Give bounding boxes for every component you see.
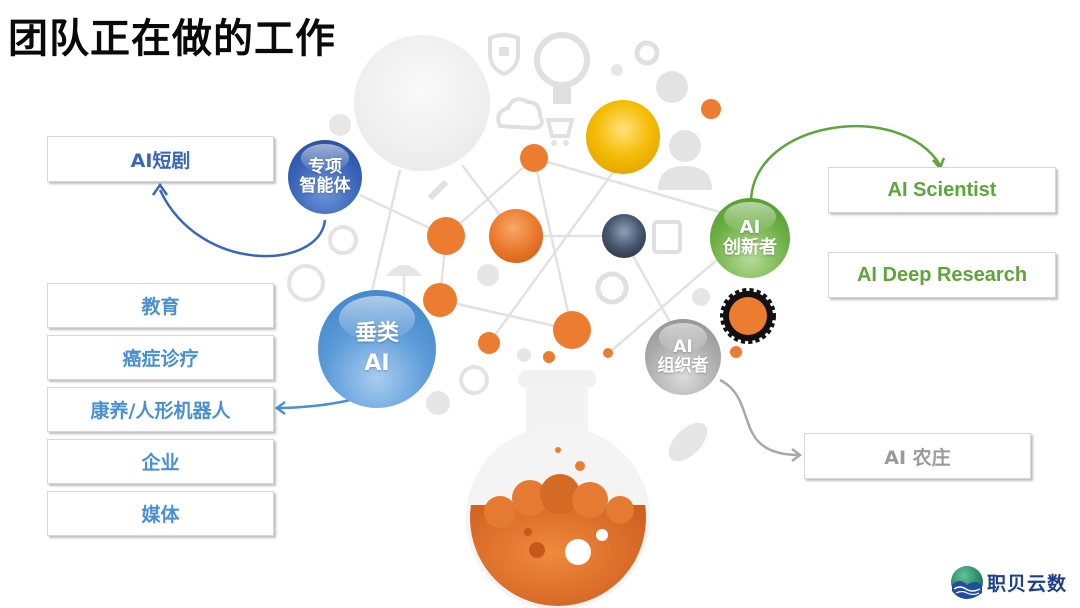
vertical-item-media[interactable]: 媒体 — [47, 491, 274, 536]
hub-vertical-ai[interactable]: 垂类 AI — [318, 290, 436, 408]
hub-ai-organizer-line1: AI — [673, 337, 693, 358]
ai-short-drama-label: AI短剧 — [130, 149, 191, 172]
paw-icon — [611, 64, 623, 76]
wave-logo-icon — [951, 566, 983, 599]
ai-farm-box[interactable]: AI 农庄 — [804, 433, 1031, 479]
hub-ai-innovator[interactable]: AI 创新者 — [710, 198, 790, 278]
hub-ai-innovator-line2: 创新者 — [723, 237, 777, 258]
brand-logo-text: 职贝云数 — [987, 572, 1068, 595]
gear-icon — [634, 40, 660, 66]
hub-ai-organizer[interactable]: AI 组织者 — [645, 319, 721, 395]
lock-shield-icon — [488, 33, 520, 77]
vertical-item-label: 癌症诊疗 — [122, 348, 199, 370]
hub-specialized-agent[interactable]: 专项 智能体 — [288, 140, 362, 214]
skull-icon — [477, 264, 499, 286]
hub-ai-organizer-line2: 组织者 — [657, 356, 709, 376]
gear-orange-icon — [720, 288, 776, 344]
cart-icon — [545, 118, 575, 138]
hub-specialized-agent-line2: 智能体 — [299, 176, 351, 196]
connector-arrows — [151, 125, 946, 462]
hub-ai-innovator-line1: AI — [739, 217, 761, 239]
ai-short-drama-box[interactable]: AI短剧 — [47, 136, 274, 182]
orange-sphere — [489, 209, 543, 263]
vertical-item-label: 教育 — [141, 296, 180, 318]
umbrella-icon — [386, 265, 422, 276]
vertical-item-label: 媒体 — [141, 504, 180, 526]
decor-icons — [287, 32, 712, 462]
smiley-icon — [287, 264, 325, 302]
vertical-item-education[interactable]: 教育 — [47, 283, 274, 328]
alarm-clock-icon — [595, 271, 629, 305]
arrow-agent-to-shortdrama — [158, 189, 327, 258]
vertical-item-label: 企业 — [141, 452, 180, 474]
navy-sphere — [602, 214, 646, 258]
ai-scientist-box[interactable]: AI Scientist — [828, 167, 1056, 213]
document-icon — [652, 220, 682, 254]
hub-vertical-ai-line2: AI — [364, 351, 390, 376]
ai-farm-label: AI 农庄 — [884, 446, 951, 469]
hub-specialized-agent-line1: 专项 — [308, 157, 342, 178]
vertical-item-enterprise[interactable]: 企业 — [47, 439, 274, 484]
lightbulb-small-icon — [328, 225, 358, 255]
ai-scientist-label: AI Scientist — [887, 178, 997, 201]
cloud-icon — [496, 97, 544, 131]
football-icon — [668, 422, 708, 462]
arrow-innovator-to-scientist — [749, 125, 942, 201]
vertical-item-eldercare-robot[interactable]: 康养/人形机器人 — [47, 387, 274, 432]
vertical-item-cancer[interactable]: 癌症诊疗 — [47, 335, 274, 380]
yellow-sphere — [586, 100, 660, 174]
lightbulb-icon — [534, 32, 590, 88]
hub-vertical-ai-line1: 垂类 — [354, 320, 399, 346]
flask-icon — [466, 370, 650, 608]
ai-deep-research-label: AI Deep Research — [856, 263, 1028, 286]
page-title: 团队正在做的工作 — [8, 16, 336, 62]
arrow-vertical-to-items — [276, 398, 351, 410]
person-icon — [669, 130, 701, 162]
wrench-icon — [427, 179, 449, 201]
ai-deep-research-box[interactable]: AI Deep Research — [828, 252, 1056, 298]
glass-sphere — [354, 35, 490, 171]
lightbulb-small-icon-2 — [459, 365, 489, 395]
gear-icon-left — [329, 114, 351, 136]
orange-nodes — [423, 99, 742, 363]
brain-head-icon — [656, 71, 688, 103]
vertical-item-label: 康养/人形机器人 — [90, 400, 231, 422]
arrow-organizer-to-farm — [719, 378, 801, 457]
brand-logo: 职贝云数 — [950, 565, 1067, 599]
